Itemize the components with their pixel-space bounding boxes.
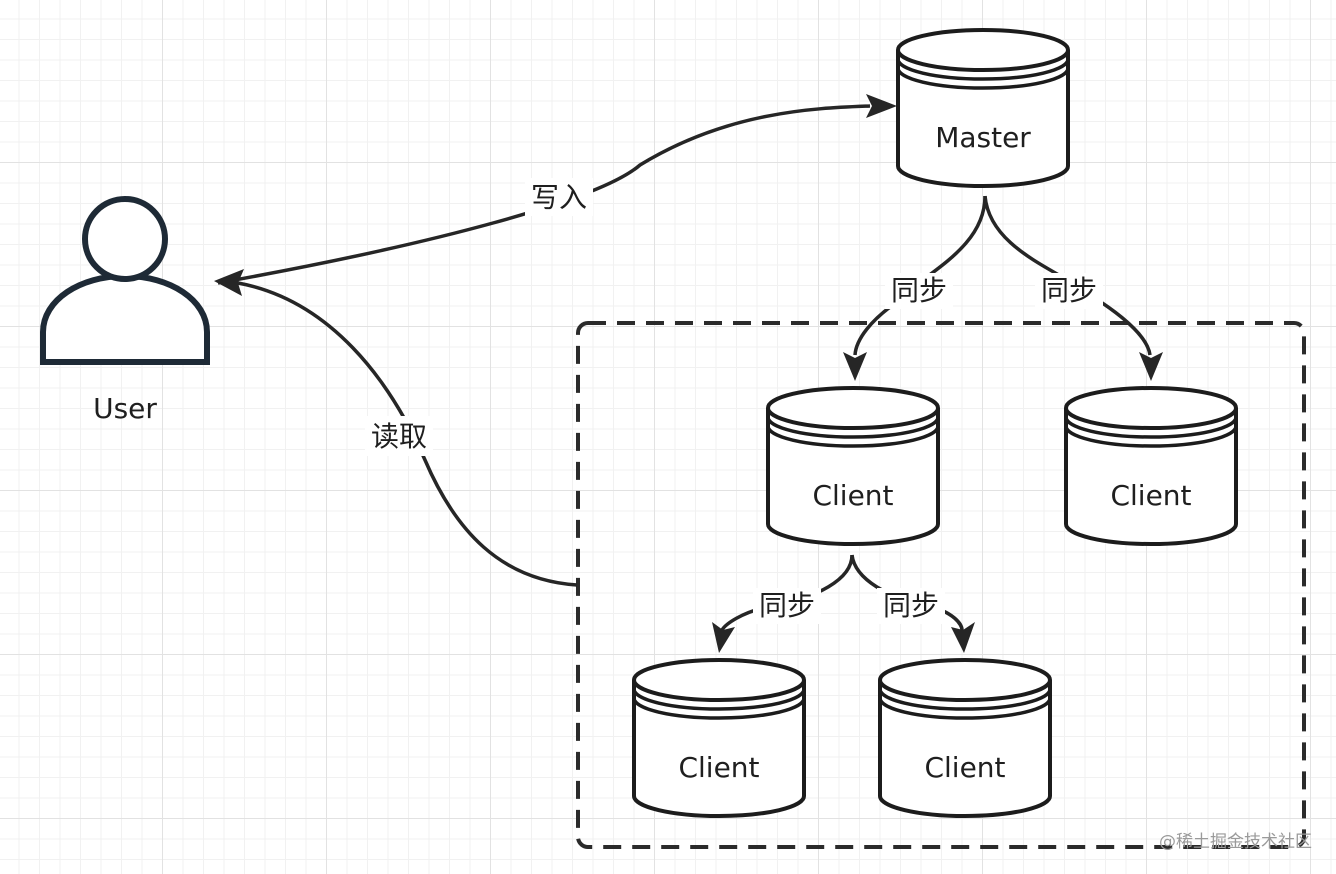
client-label: Client bbox=[924, 751, 1005, 784]
client-label: Client bbox=[678, 751, 759, 784]
client-node-4: Client bbox=[878, 658, 1052, 818]
client-node-2: Client bbox=[1064, 386, 1238, 546]
arrowhead-sync-4 bbox=[951, 622, 975, 653]
svg-text:同步: 同步 bbox=[759, 589, 815, 622]
label-sync-4: 同步 bbox=[877, 588, 945, 624]
database-icon bbox=[878, 658, 1052, 818]
user-label: User bbox=[93, 392, 157, 425]
svg-text:同步: 同步 bbox=[891, 274, 947, 307]
arrowhead-write bbox=[866, 94, 897, 118]
label-sync-1: 同步 bbox=[885, 273, 953, 309]
client-node-1: Client bbox=[766, 386, 940, 546]
label-read: 读取 bbox=[365, 416, 433, 456]
svg-text:同步: 同步 bbox=[1041, 274, 1097, 307]
database-icon bbox=[1064, 386, 1238, 546]
client-label: Client bbox=[1110, 479, 1191, 512]
database-icon bbox=[896, 28, 1070, 188]
label-sync-2: 同步 bbox=[1035, 273, 1103, 309]
arrowhead-sync-2 bbox=[1139, 352, 1163, 381]
svg-text:同步: 同步 bbox=[883, 589, 939, 622]
client-node-3: Client bbox=[632, 658, 806, 818]
client-label: Client bbox=[812, 479, 893, 512]
label-sync-3: 同步 bbox=[753, 588, 821, 624]
svg-text:写入: 写入 bbox=[531, 181, 587, 214]
edge-read bbox=[214, 269, 578, 587]
arrowhead-read bbox=[214, 269, 244, 296]
database-icon bbox=[632, 658, 806, 818]
arrowhead-sync-3 bbox=[712, 622, 735, 653]
master-label: Master bbox=[935, 121, 1031, 154]
client-group-box bbox=[576, 321, 1306, 849]
svg-text:读取: 读取 bbox=[371, 420, 427, 453]
master-node: Master bbox=[896, 28, 1070, 188]
user-icon bbox=[40, 196, 210, 365]
watermark: @稀土掘金技术社区 bbox=[1159, 832, 1312, 852]
database-icon bbox=[766, 386, 940, 546]
user-node: User bbox=[40, 196, 210, 425]
arrowhead-sync-1 bbox=[843, 352, 867, 381]
edge-write bbox=[217, 94, 897, 285]
label-write: 写入 bbox=[525, 178, 593, 216]
